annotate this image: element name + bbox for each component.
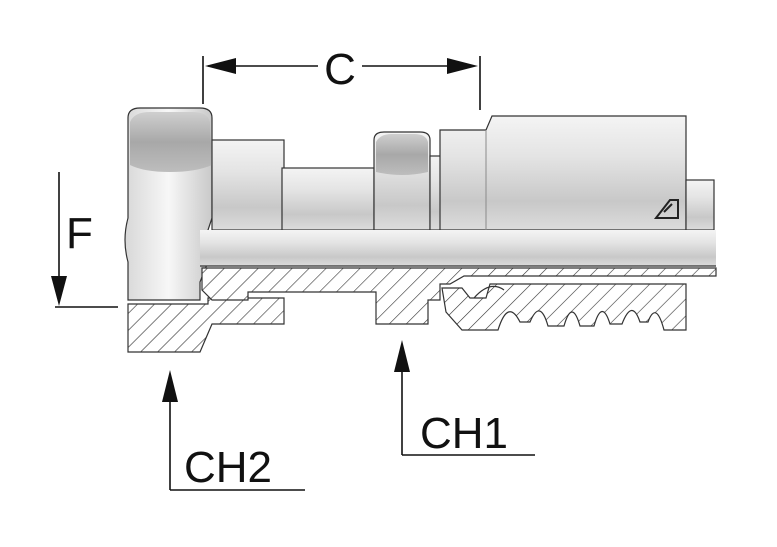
- stem-tube: [281, 167, 375, 231]
- brand-logo-icon: [653, 199, 679, 219]
- nut-section: [127, 297, 285, 353]
- callout-ch2-label: CH2: [184, 443, 272, 492]
- dimension-f-label: F: [66, 209, 93, 258]
- dimension-f: [51, 172, 118, 308]
- fitting-body: [124, 107, 716, 301]
- section-view: [127, 267, 717, 353]
- dimension-c-label: C: [324, 45, 356, 94]
- ferrule: [439, 115, 687, 231]
- stem-hex-flat: [376, 134, 428, 175]
- callout-ch1-label: CH1: [420, 409, 508, 458]
- dimension-c: [202, 56, 481, 110]
- hose-end: [685, 179, 715, 231]
- callout-ch1: [394, 340, 535, 456]
- ferrule-section: [441, 283, 687, 331]
- callout-ch2: [162, 370, 305, 491]
- nut-hex-flat: [130, 112, 212, 172]
- stem-section: [201, 267, 717, 325]
- stem-neck: [211, 139, 285, 231]
